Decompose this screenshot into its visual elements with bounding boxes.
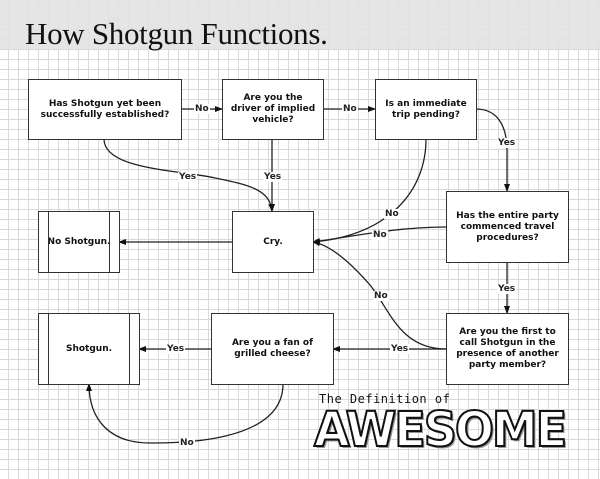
header-band xyxy=(0,0,600,49)
edge-label-yes: Yes xyxy=(166,344,186,354)
edge-label-yes: Yes xyxy=(263,172,283,182)
edge-label-yes: Yes xyxy=(390,344,410,354)
edge-label-no: No xyxy=(384,209,400,219)
logo-wordmark: AWESOME xyxy=(313,400,568,458)
edge-firstcall-cry xyxy=(312,240,447,350)
edge-label-yes: Yes xyxy=(497,138,517,148)
node-no-shotgun[interactable]: No Shotgun. xyxy=(38,211,120,273)
edge-trip-cry xyxy=(312,138,427,245)
edge-label-no: No xyxy=(372,230,388,240)
edge-label-no: No xyxy=(179,438,195,448)
node-party[interactable]: Has the entire party commenced travel pr… xyxy=(446,191,569,263)
edge-trip-party xyxy=(475,108,510,192)
logo-subtitle: The Definition of xyxy=(319,392,451,406)
edge-label-yes: Yes xyxy=(497,284,517,294)
node-shotgun[interactable]: Shotgun. xyxy=(38,313,140,385)
edge-label-no: No xyxy=(342,104,358,114)
node-grilled-cheese[interactable]: Are you a fan of grilled cheese? xyxy=(211,313,334,385)
node-established[interactable]: Has Shotgun yet been successfully establ… xyxy=(28,79,182,140)
edge-established-cry xyxy=(103,138,275,212)
edge-label-yes: Yes xyxy=(178,172,198,182)
awesome-logo: The Definition of AWESOME xyxy=(312,392,568,464)
node-driver[interactable]: Are you the driver of implied vehicle? xyxy=(222,79,324,140)
edge-label-no: No xyxy=(194,104,210,114)
node-cry[interactable]: Cry. xyxy=(232,211,314,273)
edge-label-no: No xyxy=(373,291,389,301)
node-first-call[interactable]: Are you the first to call Shotgun in the… xyxy=(446,313,569,385)
page-title: How Shotgun Functions. xyxy=(25,16,328,51)
node-trip[interactable]: Is an immediate trip pending? xyxy=(375,79,477,140)
edge-grilled-shotgun-no xyxy=(86,383,284,444)
